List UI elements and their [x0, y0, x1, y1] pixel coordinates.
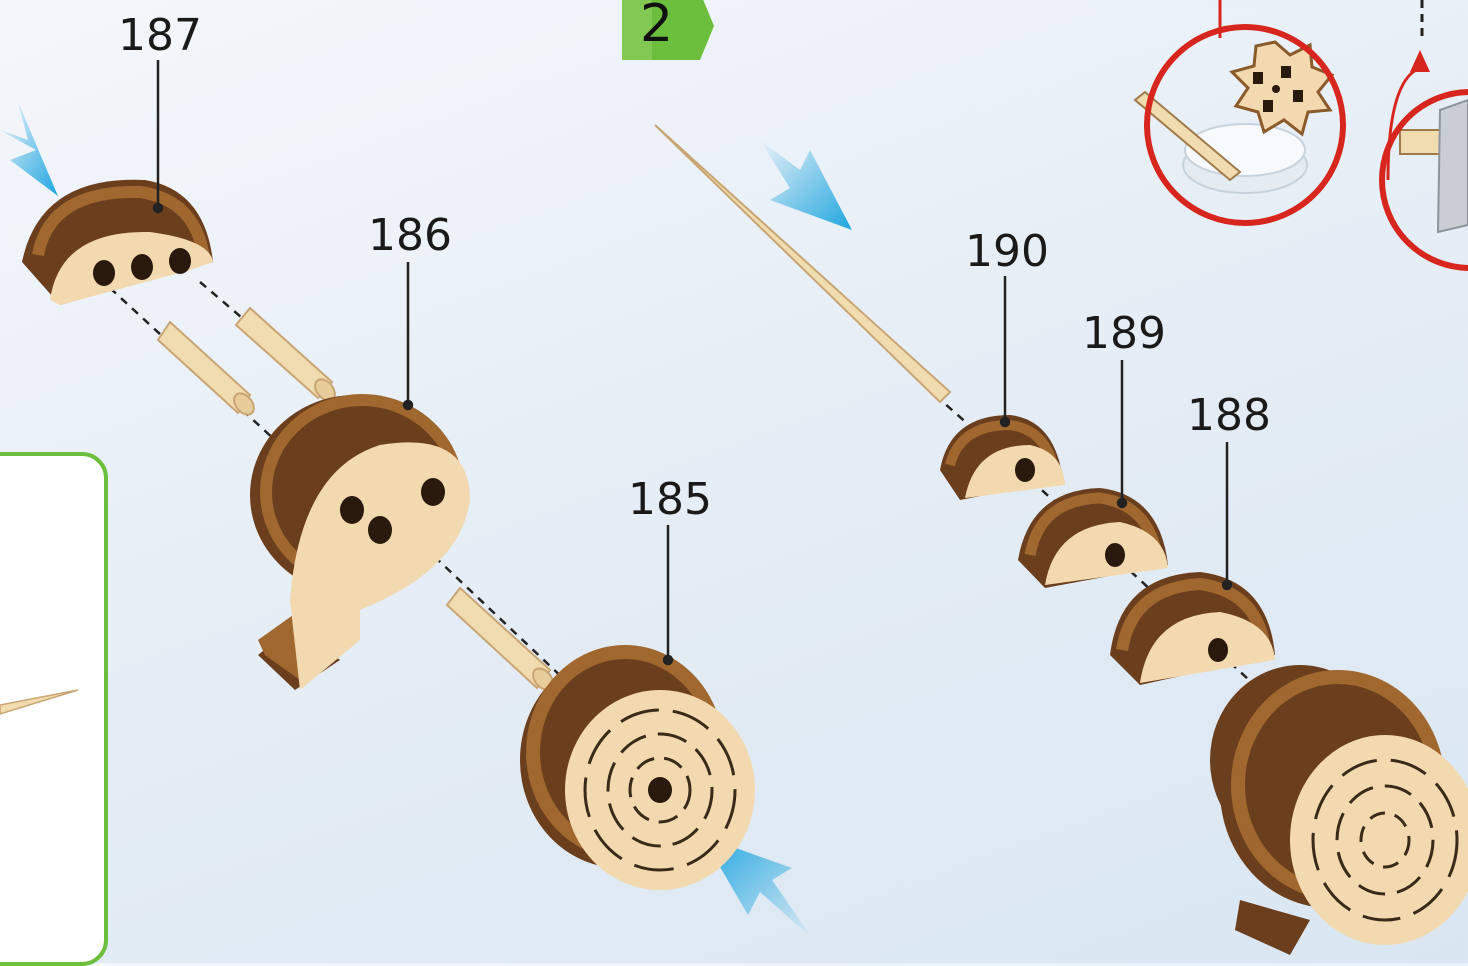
dowel	[447, 588, 557, 693]
label-188: 188	[1187, 394, 1271, 438]
part-189	[1018, 488, 1168, 588]
dowel	[158, 322, 258, 418]
glue-detail	[1135, 0, 1343, 223]
cutter-detail	[1382, 0, 1468, 268]
label-185: 185	[628, 478, 712, 522]
arrow-icon	[760, 140, 852, 230]
part-187	[22, 180, 213, 305]
part-186	[250, 395, 470, 690]
part-185	[520, 652, 755, 890]
part-190	[940, 415, 1065, 500]
arrow-icon	[0, 102, 58, 196]
cutter-icon	[1400, 100, 1468, 232]
inset-toothpick	[0, 690, 78, 714]
label-187: 187	[118, 14, 202, 58]
dowel	[236, 308, 339, 404]
label-190: 190	[965, 230, 1049, 274]
wheel-assembly	[1210, 665, 1468, 955]
part-188	[1110, 572, 1275, 685]
label-186: 186	[368, 214, 452, 258]
label-189: 189	[1082, 312, 1166, 356]
